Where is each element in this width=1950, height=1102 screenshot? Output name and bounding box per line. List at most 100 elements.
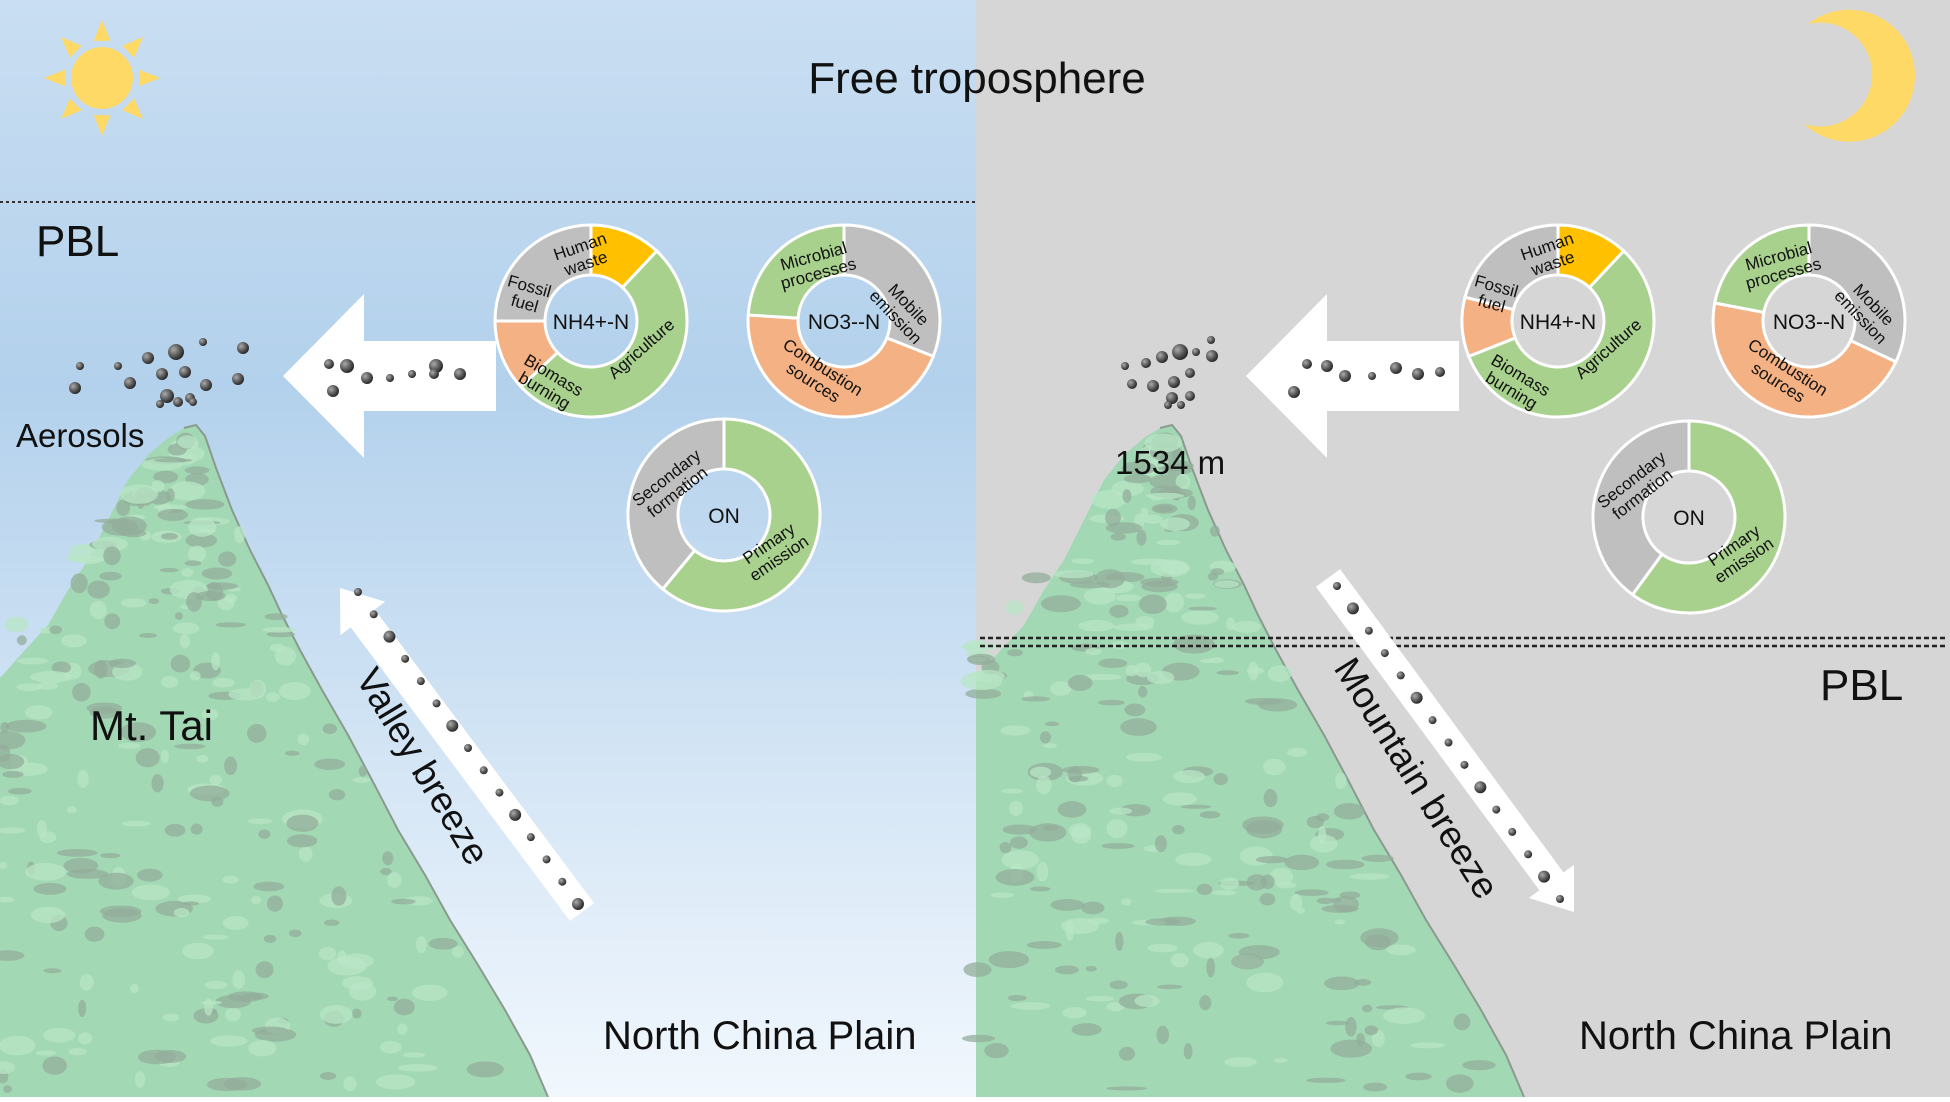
mountain-shading bbox=[411, 984, 448, 1001]
mountain-shading bbox=[49, 625, 63, 635]
mountain-shading bbox=[288, 929, 302, 938]
aerosol-particle bbox=[156, 368, 168, 380]
mountain-shading bbox=[1364, 1025, 1379, 1036]
mountain-shading bbox=[196, 590, 226, 602]
mountain-shading bbox=[16, 635, 27, 646]
mountain-shading bbox=[393, 998, 415, 1016]
mountain-shading bbox=[266, 895, 283, 912]
mountain-shading bbox=[98, 872, 134, 890]
aerosol-particle bbox=[446, 719, 459, 732]
mountain-shading bbox=[297, 733, 310, 746]
mountain-shading bbox=[172, 622, 200, 635]
mountain-shading bbox=[1085, 647, 1102, 656]
mountain-shading bbox=[16, 683, 43, 692]
mountain-shading bbox=[1206, 957, 1215, 978]
mountain-shading bbox=[1101, 843, 1135, 849]
mountain-shading bbox=[1036, 775, 1052, 795]
mountain-shading bbox=[1105, 508, 1121, 527]
mountain-shading bbox=[1361, 1004, 1373, 1013]
mountain-shading bbox=[1121, 461, 1157, 475]
mountain-shading bbox=[262, 627, 297, 633]
mountain-shading bbox=[1324, 976, 1360, 991]
aerosol-particle bbox=[1412, 368, 1424, 380]
mountain-shading bbox=[65, 555, 104, 562]
mountain-shading bbox=[37, 681, 59, 690]
mountain-shading bbox=[130, 983, 139, 994]
mountain-shading bbox=[1361, 854, 1394, 862]
mountain-shading bbox=[184, 560, 202, 567]
mountain-shading bbox=[56, 848, 98, 857]
aerosol-particle bbox=[156, 400, 164, 408]
mountain-shading bbox=[1214, 580, 1240, 589]
mountain-shading bbox=[200, 1000, 222, 1005]
title: Free troposphere bbox=[808, 54, 1146, 103]
mountain-shading bbox=[222, 875, 239, 884]
mountain-shading bbox=[1055, 965, 1079, 975]
mountain-shading bbox=[206, 1077, 248, 1092]
mountain-shading bbox=[1386, 944, 1416, 956]
mountain-shading bbox=[1309, 834, 1338, 853]
mountain-shading bbox=[182, 901, 200, 906]
mountain-shading bbox=[1216, 670, 1239, 676]
mountain-shading bbox=[1145, 492, 1185, 499]
mountain-shading bbox=[1050, 681, 1072, 696]
mountain-shading bbox=[5, 719, 47, 733]
mountain-shading bbox=[415, 936, 427, 954]
sun-ray bbox=[122, 98, 144, 120]
mountain-shading bbox=[352, 777, 371, 783]
mountain-shading bbox=[387, 871, 402, 889]
mountain-shading bbox=[61, 634, 87, 648]
mountain-shading bbox=[185, 499, 225, 510]
mountain-shading bbox=[1040, 595, 1081, 613]
mountain-shading bbox=[1146, 670, 1175, 684]
aerosol-particle bbox=[142, 352, 154, 364]
mountain-shading bbox=[1085, 995, 1115, 1002]
mountain-shading bbox=[1113, 623, 1154, 631]
mountain-shading bbox=[1181, 610, 1219, 625]
mountain-shading bbox=[196, 754, 209, 763]
mountain-shading bbox=[1043, 743, 1058, 749]
mountain-shading bbox=[1180, 804, 1212, 809]
mountain-shading bbox=[0, 1061, 16, 1075]
mountain-shading bbox=[120, 722, 157, 743]
mountain-shading bbox=[36, 820, 48, 838]
mountain-shading bbox=[1071, 558, 1094, 564]
mountain-shading bbox=[1007, 649, 1023, 657]
mountain-shading bbox=[298, 846, 313, 862]
donut-slice bbox=[1591, 419, 1691, 597]
mountain-shading bbox=[1185, 593, 1206, 599]
mountain-shading bbox=[1151, 503, 1178, 514]
mountain-shading bbox=[274, 646, 296, 666]
mountain-shading bbox=[1120, 718, 1157, 736]
mountain-shading bbox=[1445, 1074, 1474, 1093]
mountain-shading bbox=[1123, 474, 1152, 484]
mountain-shading bbox=[1109, 604, 1129, 618]
aerosol-particle bbox=[189, 398, 197, 406]
aerosol-particle bbox=[1206, 350, 1218, 362]
aerosol-particle bbox=[354, 588, 362, 596]
mountain-shading bbox=[1226, 617, 1236, 631]
mountain-shading bbox=[314, 758, 346, 770]
sun-ray bbox=[93, 20, 111, 41]
mountain-shading bbox=[1106, 1086, 1148, 1091]
mountain-shading bbox=[1232, 621, 1261, 633]
mountain-shading bbox=[1071, 1023, 1102, 1036]
mountain-shading bbox=[1083, 587, 1116, 605]
mountain-shading bbox=[386, 996, 399, 1002]
mountain-shading bbox=[1196, 883, 1213, 896]
mountain-shading bbox=[1269, 867, 1294, 886]
aerosol-particle bbox=[1168, 376, 1180, 388]
mountain-shading bbox=[204, 980, 228, 990]
aerosol-particle bbox=[1127, 379, 1137, 389]
mountain-shading bbox=[1088, 917, 1110, 924]
mountain-shading bbox=[2, 770, 24, 778]
mountain-shading bbox=[79, 973, 94, 991]
aerosol-particle bbox=[386, 374, 394, 382]
aerosol-particle bbox=[1207, 336, 1215, 344]
donut-slice bbox=[1807, 223, 1907, 364]
aerosol-particle bbox=[114, 362, 122, 370]
mountain-shading bbox=[1144, 433, 1183, 453]
mountain-shading bbox=[77, 1032, 93, 1045]
mountain-shading bbox=[99, 571, 122, 581]
